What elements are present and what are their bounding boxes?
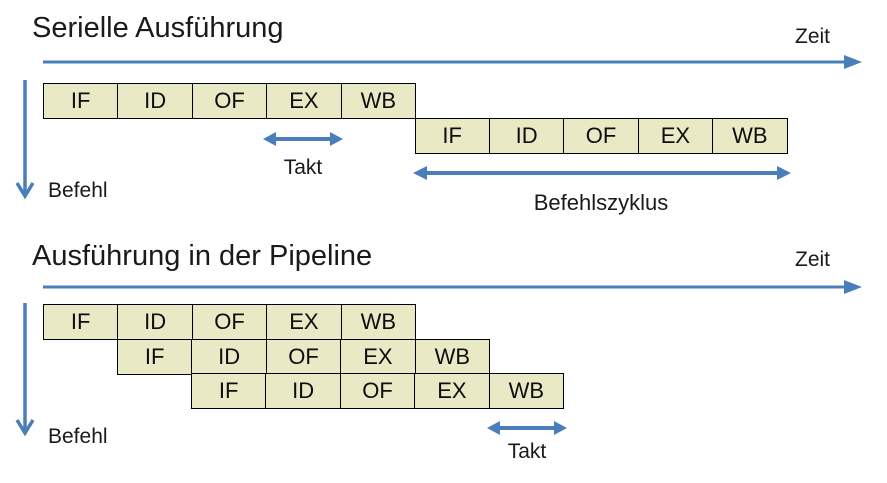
stage-cell-id: ID	[117, 305, 191, 339]
stage-cell-if: IF	[70, 309, 91, 334]
stage-cell-wb: WB	[340, 84, 415, 118]
serial-instruction2-row: IF ID OF EX WB	[414, 117, 788, 154]
stage-cell-wb: WB	[488, 374, 563, 408]
pipeline-instruction2-row: IF ID OF EX WB	[117, 338, 490, 375]
stage-cell-id: ID	[488, 118, 563, 153]
stage-cell-wb: WB	[414, 339, 489, 374]
pipeline-time-axis-arrow	[43, 280, 862, 294]
stage-cell-of: OF	[191, 84, 266, 118]
pipeline-instruction-axis-arrow	[15, 303, 35, 437]
pipeline-clock-span-arrow	[487, 421, 567, 435]
pipeline-instruction3-row: IF ID OF EX WB	[191, 373, 564, 409]
serial-clock-label: Takt	[283, 156, 323, 179]
serial-instruction-label: Befehl	[48, 179, 108, 202]
stage-cell-of: OF	[265, 339, 340, 374]
stage-cell-ex: EX	[266, 305, 340, 339]
stage-cell-ex: EX	[637, 118, 712, 153]
stage-cell-id: ID	[265, 374, 339, 408]
pipeline-instruction1-row: IF ID OF EX WB	[43, 304, 416, 340]
serial-clock-span-arrow	[263, 132, 343, 146]
serial-time-axis-arrow	[43, 55, 862, 69]
stage-cell-of: OF	[191, 305, 266, 339]
pipeline-clock-label: Takt	[507, 440, 547, 463]
stage-cell-wb: WB	[712, 118, 786, 153]
stage-cell-ex: EX	[340, 339, 414, 374]
pipeline-instruction-label: Befehl	[48, 425, 108, 448]
instruction-cycle-span-arrow	[413, 166, 791, 180]
stage-cell-if: IF	[144, 343, 165, 369]
stage-cell-id: ID	[117, 84, 191, 118]
pipeline-section-title: Ausführung in der Pipeline	[32, 240, 373, 272]
serial-instruction1-row: IF ID OF EX WB	[43, 83, 416, 119]
stage-cell-ex: EX	[414, 374, 488, 408]
instruction-cycle-label: Befehlszyklus	[533, 190, 669, 215]
serial-instruction-axis-arrow	[15, 80, 35, 200]
stage-cell-if: IF	[218, 378, 239, 403]
stage-cell-of: OF	[339, 374, 414, 408]
pipeline-time-label: Zeit	[795, 248, 831, 271]
stage-cell-id: ID	[191, 339, 265, 374]
stage-cell-wb: WB	[340, 305, 415, 339]
stage-cell-of: OF	[563, 118, 637, 153]
stage-cell-if: IF	[70, 88, 91, 113]
serial-time-label: Zeit	[795, 25, 831, 48]
stage-cell-if: IF	[442, 122, 462, 148]
serial-section-title: Serielle Ausführung	[32, 12, 284, 44]
stage-cell-ex: EX	[266, 84, 340, 118]
